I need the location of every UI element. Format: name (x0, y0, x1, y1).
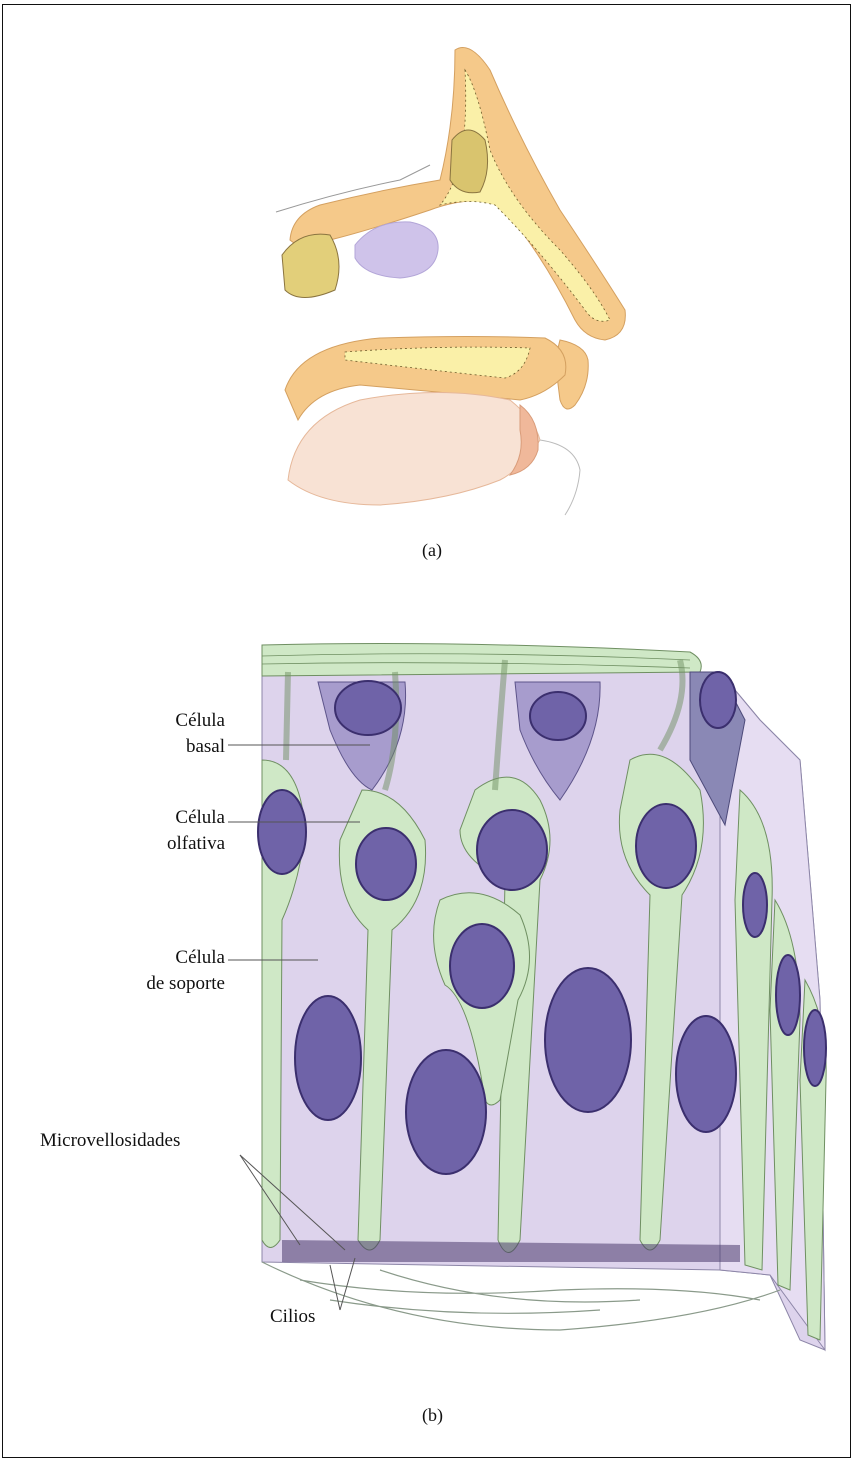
nucleus (636, 804, 696, 888)
label-cilios: Cilios (270, 1304, 350, 1330)
label-microvellosidades: Microvellosidades (40, 1128, 226, 1154)
nucleus (258, 790, 306, 874)
label-basal-line1: Célula (120, 708, 225, 734)
nucleus (295, 996, 361, 1120)
nucleus (356, 828, 416, 900)
nucleus (335, 681, 401, 735)
label-olfativa-line2: olfativa (120, 831, 225, 857)
panel-b-caption: (b) (422, 1405, 443, 1426)
label-celula-olfativa: Célula olfativa (120, 805, 225, 857)
label-celula-soporte: Célula de soporte (100, 945, 225, 997)
nucleus (477, 810, 547, 890)
label-celula-basal: Célula basal (120, 708, 225, 760)
nucleus (804, 1010, 826, 1086)
cilia-top-layer (262, 644, 701, 676)
label-olfativa-line1: Célula (120, 805, 225, 831)
nucleus (700, 672, 736, 728)
label-soporte-line1: Célula (100, 945, 225, 971)
nucleus (545, 968, 631, 1112)
nucleus (676, 1016, 736, 1132)
nucleus (450, 924, 514, 1008)
nucleus (530, 692, 586, 740)
nucleus (406, 1050, 486, 1174)
label-soporte-line2: de soporte (100, 971, 225, 997)
nucleus (776, 955, 800, 1035)
label-basal-line2: basal (120, 734, 225, 760)
nucleus (743, 873, 767, 937)
